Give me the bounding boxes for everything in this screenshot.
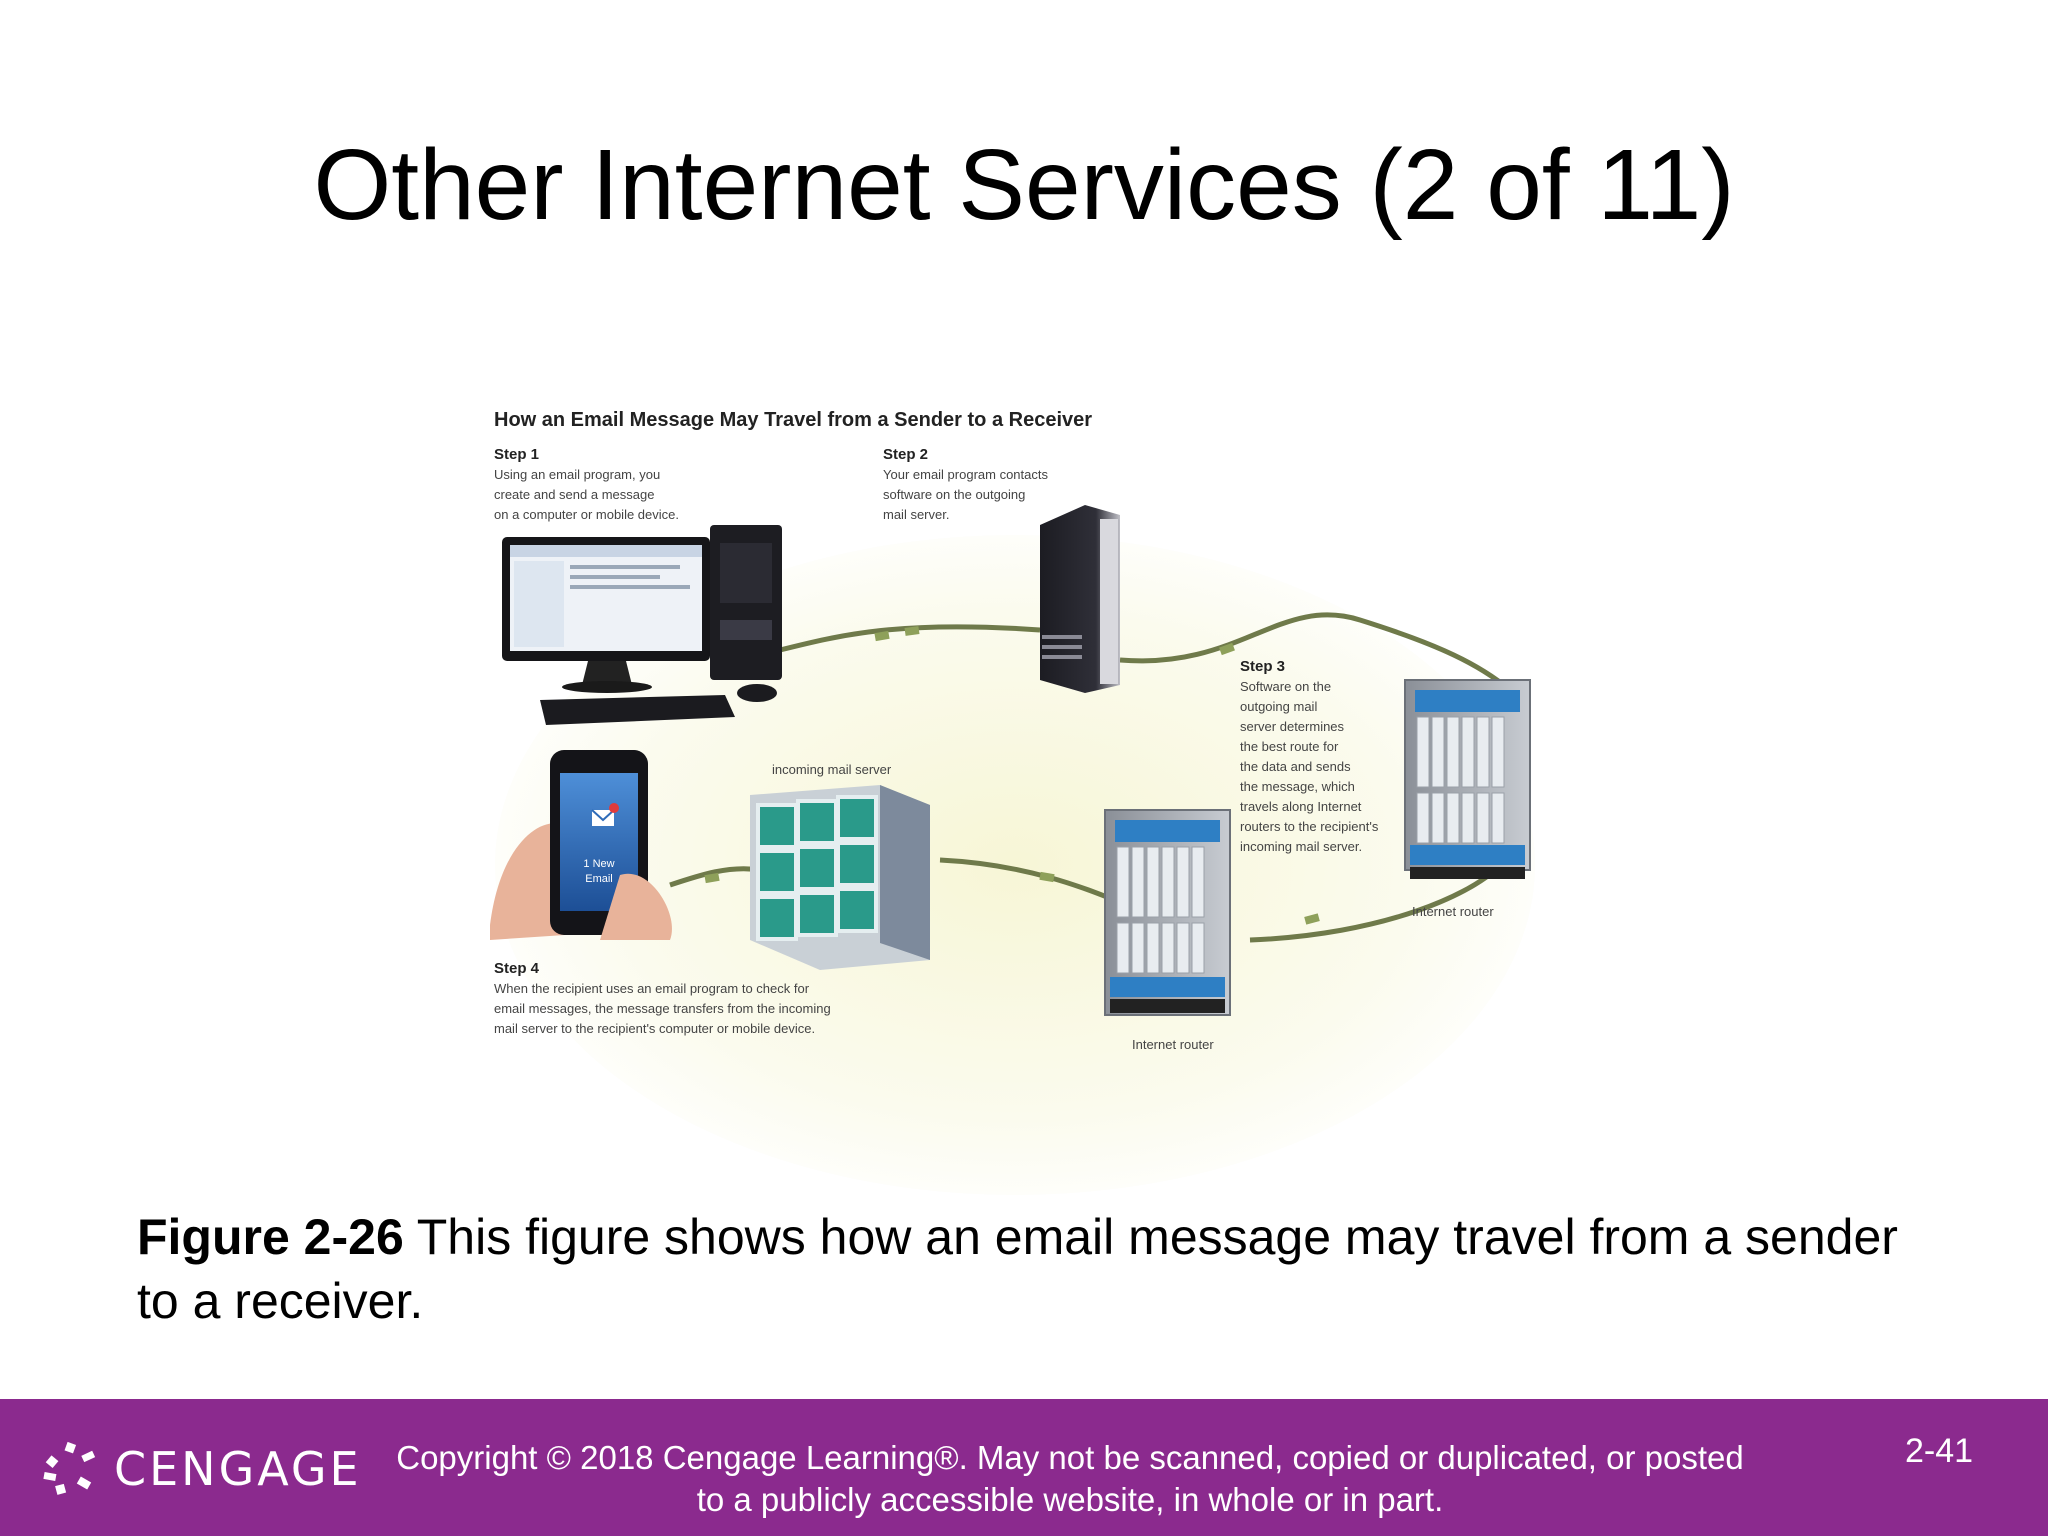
copyright-line2: to a publicly accessible website, in who… xyxy=(696,1481,1444,1518)
copyright-notice: Copyright © 2018 Cengage Learning®. May … xyxy=(330,1437,1810,1521)
incoming-mail-server-icon xyxy=(750,785,930,970)
slide-number: 2-41 xyxy=(1905,1432,1974,1470)
step3-heading: Step 3 xyxy=(1240,658,1285,675)
step2-heading: Step 2 xyxy=(883,446,928,463)
smartphone-icon: 1 New Email xyxy=(490,750,672,940)
phone-notification-line1: 1 New xyxy=(583,858,614,870)
copyright-line1: Copyright © 2018 Cengage Learning®. May … xyxy=(396,1439,1744,1476)
router-right-label: Internet router xyxy=(1412,904,1494,919)
caption-figure-number: Figure 2-26 xyxy=(137,1209,404,1265)
internet-router-right-icon xyxy=(1404,679,1531,879)
figure-title: How an Email Message May Travel from a S… xyxy=(494,409,1092,431)
step3-line: the best route for xyxy=(1240,739,1339,754)
step3-line: server determines xyxy=(1240,719,1345,734)
outgoing-mail-server-icon xyxy=(1040,505,1120,693)
email-travel-diagram: How an Email Message May Travel from a S… xyxy=(480,395,1550,1395)
step3-line: outgoing mail xyxy=(1240,699,1317,714)
step3-line: incoming mail server. xyxy=(1240,839,1362,854)
incoming-server-label: incoming mail server xyxy=(772,762,892,777)
step3-line: travels along Internet xyxy=(1240,799,1362,814)
step1-line: Using an email program, you xyxy=(494,467,660,482)
cengage-logo: CENGAGE xyxy=(42,1434,362,1504)
step4-line: email messages, the message transfers fr… xyxy=(494,1001,831,1016)
step4-heading: Step 4 xyxy=(494,960,540,977)
figure-caption: Figure 2-26 This figure shows how an ema… xyxy=(137,1205,1917,1333)
cengage-logo-mark-icon xyxy=(43,1441,96,1495)
router-bottom-label: Internet router xyxy=(1132,1037,1214,1052)
step4-line: mail server to the recipient's computer … xyxy=(494,1021,815,1036)
step4-line: When the recipient uses an email program… xyxy=(494,981,810,996)
step2-line: mail server. xyxy=(883,507,949,522)
logo-text: CENGAGE xyxy=(114,1442,362,1496)
packet-icons xyxy=(704,626,1320,925)
caption-text: This figure shows how an email message m… xyxy=(137,1209,1898,1329)
step1-line: create and send a message xyxy=(494,487,654,502)
step2-line: Your email program contacts xyxy=(883,467,1048,482)
step2-line: software on the outgoing xyxy=(883,487,1025,502)
step3-line: Software on the xyxy=(1240,679,1331,694)
diagram-canvas: How an Email Message May Travel from a S… xyxy=(490,409,1535,1195)
step3-line: the data and sends xyxy=(1240,759,1351,774)
internet-router-bottom-icon xyxy=(1104,809,1231,1016)
step1-heading: Step 1 xyxy=(494,446,539,463)
desktop-computer-icon xyxy=(502,525,782,725)
step3-line: routers to the recipient's xyxy=(1240,819,1379,834)
cable-server-to-router xyxy=(1119,612,1512,692)
step1-line: on a computer or mobile device. xyxy=(494,507,679,522)
slide-footer: CENGAGE Copyright © 2018 Cengage Learnin… xyxy=(0,1399,2048,1536)
step3-line: the message, which xyxy=(1240,779,1355,794)
slide-title: Other Internet Services (2 of 11) xyxy=(313,129,1735,241)
phone-notification-line2: Email xyxy=(585,873,613,885)
cable-computer-to-server xyxy=(779,624,1041,653)
